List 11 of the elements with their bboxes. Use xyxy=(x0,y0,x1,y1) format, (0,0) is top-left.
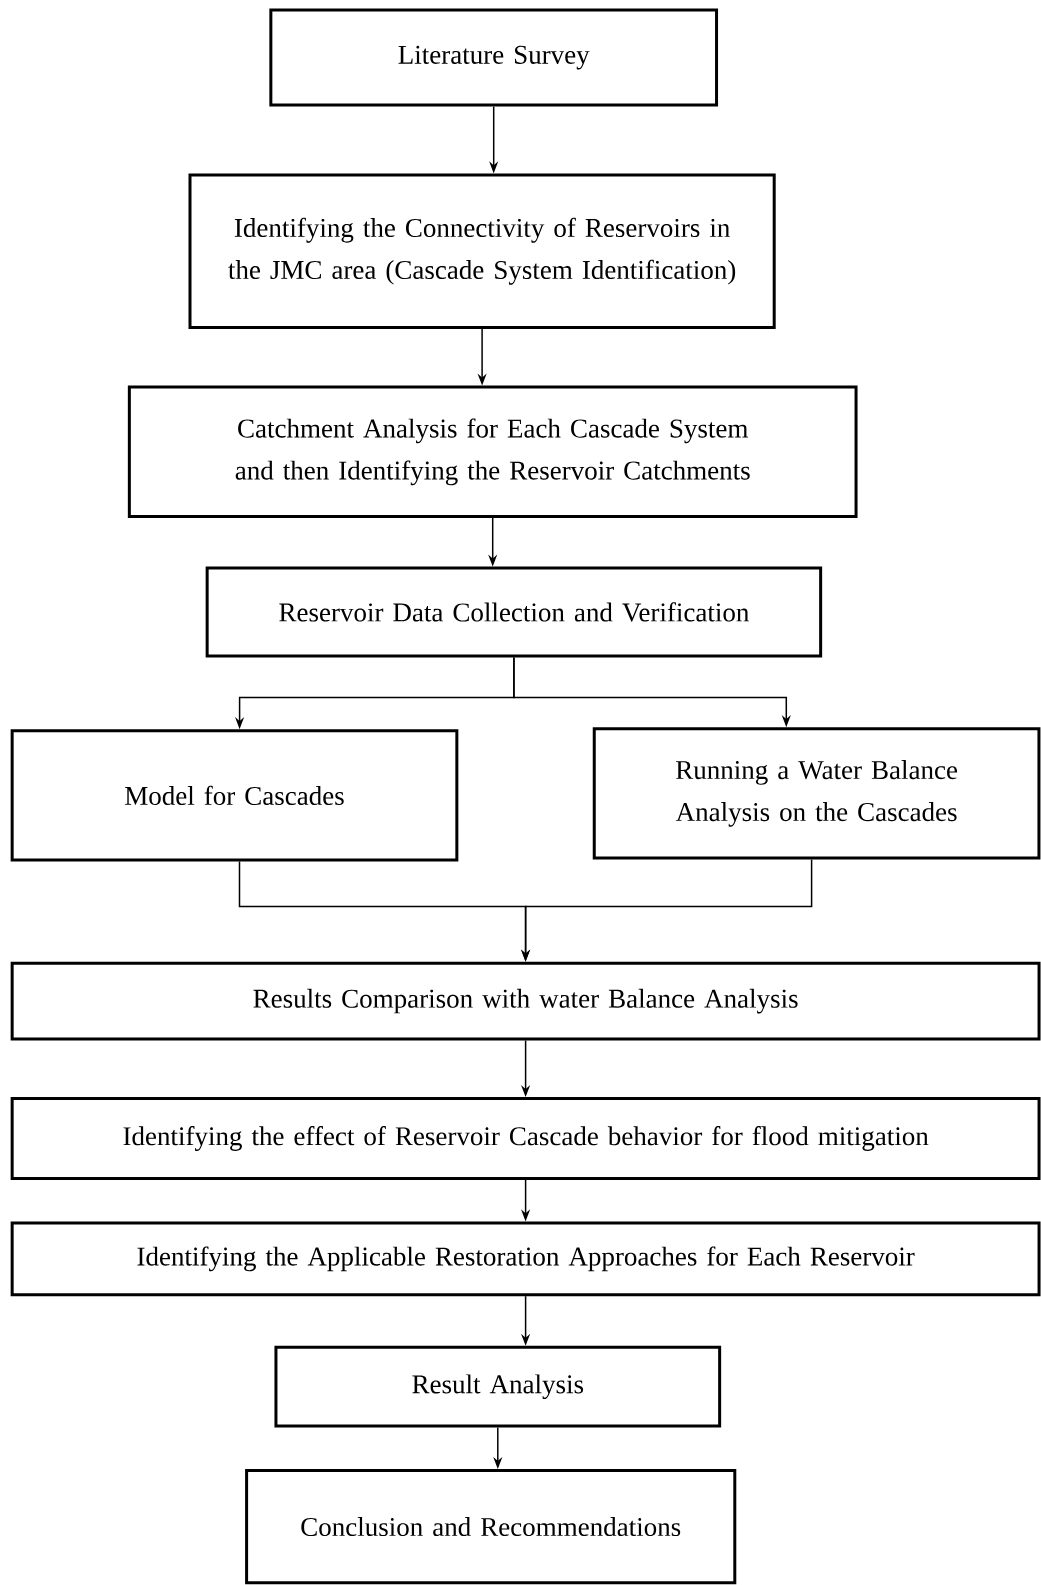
process-box: Literature Survey xyxy=(269,8,719,107)
process-box: Running a Water Balance Analysis on the Cascades xyxy=(592,727,1041,860)
process-box: Result Analysis xyxy=(274,1345,722,1428)
process-box: Reservoir Data Collection and Verification xyxy=(205,566,823,658)
process-box: Identifying the effect of Reservoir Cascade behavior for flood mitigation xyxy=(10,1097,1041,1180)
process-box: Catchment Analysis for Each Cascade System and then Identifying the Reservoir Catchments xyxy=(127,385,858,518)
process-box: Results Comparison with water Balance Analysis xyxy=(10,961,1041,1041)
process-box: Identifying the Connectivity of Reservoirs in the JMC area (Cascade System Identification) xyxy=(188,173,776,329)
process-box: Conclusion and Recommendations xyxy=(245,1469,737,1585)
process-box: Identifying the Applicable Restoration Approaches for Each Reservoir xyxy=(10,1221,1041,1297)
process-box: Model for Cascades xyxy=(10,729,459,862)
